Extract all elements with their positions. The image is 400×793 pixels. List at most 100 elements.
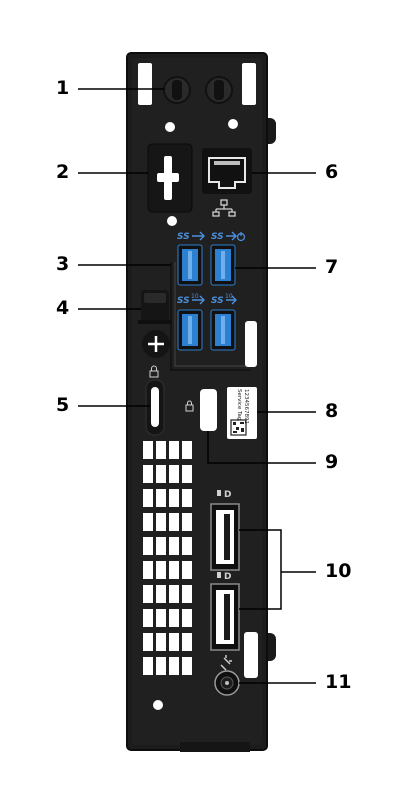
qr-code-icon — [230, 419, 247, 436]
screw-hole-bottom — [153, 700, 163, 710]
vent-slot — [143, 657, 153, 675]
vent-slot — [182, 441, 192, 459]
vent-slot — [156, 537, 166, 555]
vent-slot — [156, 585, 166, 603]
vent-slot — [169, 537, 179, 555]
top-vent-right — [242, 63, 256, 105]
svg-text:D: D — [224, 490, 231, 500]
ventilation-grille — [143, 441, 192, 675]
chassis-bottom-foot — [180, 742, 250, 752]
padlock-ring — [145, 379, 165, 436]
usb-symbol-icon-2 — [226, 231, 237, 241]
displayport-icon-1: D — [217, 490, 231, 500]
svg-text:D: D — [224, 572, 231, 582]
port-cover-plate — [147, 143, 193, 213]
vent-slot — [143, 585, 153, 603]
callout-10: 10 — [325, 560, 352, 582]
screw-hole-1 — [165, 122, 175, 132]
displayport-1 — [210, 503, 240, 571]
vent-slot — [182, 609, 192, 627]
vent-slot — [169, 465, 179, 483]
power-plug-icon — [220, 655, 232, 671]
power-icon — [236, 232, 246, 242]
service-tag-code: 1234567891 — [243, 389, 249, 424]
vent-slot — [182, 465, 192, 483]
vent-slot — [169, 561, 179, 579]
vent-slot — [143, 633, 153, 651]
vent-slot — [156, 513, 166, 531]
vent-slot — [169, 633, 179, 651]
callout-9: 9 — [325, 451, 339, 473]
vent-slot — [182, 489, 192, 507]
service-tag-title: Service Tag — [236, 389, 242, 420]
thumbscrew — [138, 290, 172, 358]
callout-7: 7 — [325, 256, 339, 278]
usb-group-bracket — [170, 262, 250, 371]
usb-port-3 — [177, 309, 203, 351]
screw-hole-2 — [228, 119, 238, 129]
usb-symbol-icon-3 — [192, 295, 205, 305]
power-connector — [214, 670, 240, 696]
usb-port-1 — [177, 244, 203, 286]
vent-slot — [182, 585, 192, 603]
usb-ss-label-bottom-left: SS — [177, 296, 190, 306]
vent-slot — [169, 441, 179, 459]
antenna-connector-2 — [205, 76, 233, 104]
vent-slot — [156, 465, 166, 483]
vent-slot — [156, 657, 166, 675]
vent-slot — [182, 633, 192, 651]
vent-slot — [169, 513, 179, 531]
usb-port-2 — [210, 244, 236, 286]
usb-ss10-label-bottom-left: 10 — [191, 293, 199, 300]
vent-slot — [156, 561, 166, 579]
network-port — [202, 148, 252, 194]
vent-slot — [182, 561, 192, 579]
vent-slot — [143, 441, 153, 459]
vent-slot — [169, 489, 179, 507]
vent-slot — [156, 441, 166, 459]
callout-3: 3 — [56, 253, 70, 275]
security-cable-slot — [200, 389, 217, 431]
usb-ss-label-top-left: SS — [177, 232, 190, 242]
vent-slot — [182, 537, 192, 555]
callout-2: 2 — [56, 161, 70, 183]
usb-symbol-icon-1 — [192, 231, 205, 241]
callout-6: 6 — [325, 161, 339, 183]
vent-slot — [143, 537, 153, 555]
vent-slot — [156, 633, 166, 651]
vent-slot — [182, 657, 192, 675]
vent-slot — [156, 489, 166, 507]
vent-slot — [143, 465, 153, 483]
screw-hole-3 — [167, 216, 177, 226]
usb-ss10-label-bottom-right: 10 — [225, 293, 233, 300]
top-vent-left — [138, 63, 152, 105]
vent-slot — [143, 513, 153, 531]
vent-slot — [143, 609, 153, 627]
vent-slot — [156, 609, 166, 627]
usb-symbol-icon-4 — [226, 295, 237, 305]
usb-port-4 — [210, 309, 236, 351]
bottom-side-vent-slot — [244, 632, 258, 678]
vent-slot — [169, 657, 179, 675]
vent-slot — [169, 585, 179, 603]
callout-4: 4 — [56, 297, 70, 319]
vent-slot — [169, 609, 179, 627]
side-vent-slot — [245, 321, 257, 367]
service-tag-label: Service Tag 1234567891 — [227, 387, 257, 439]
network-icon — [212, 199, 236, 217]
callout-8: 8 — [325, 400, 339, 422]
usb-group-bracket-inner — [174, 262, 246, 367]
callout-line-10 — [239, 529, 316, 610]
displayport-2 — [210, 583, 240, 651]
callout-5: 5 — [56, 394, 70, 416]
usb-ss-label-bottom-right: SS — [211, 296, 224, 306]
padlock-icon — [149, 365, 159, 378]
displayport-icon-2: D — [217, 572, 231, 582]
callout-11: 11 — [325, 671, 352, 693]
callout-1: 1 — [56, 77, 70, 99]
usb-ss-label-top-right: SS — [211, 232, 224, 242]
antenna-connector-1 — [163, 76, 191, 104]
vent-slot — [143, 489, 153, 507]
vent-slot — [143, 561, 153, 579]
